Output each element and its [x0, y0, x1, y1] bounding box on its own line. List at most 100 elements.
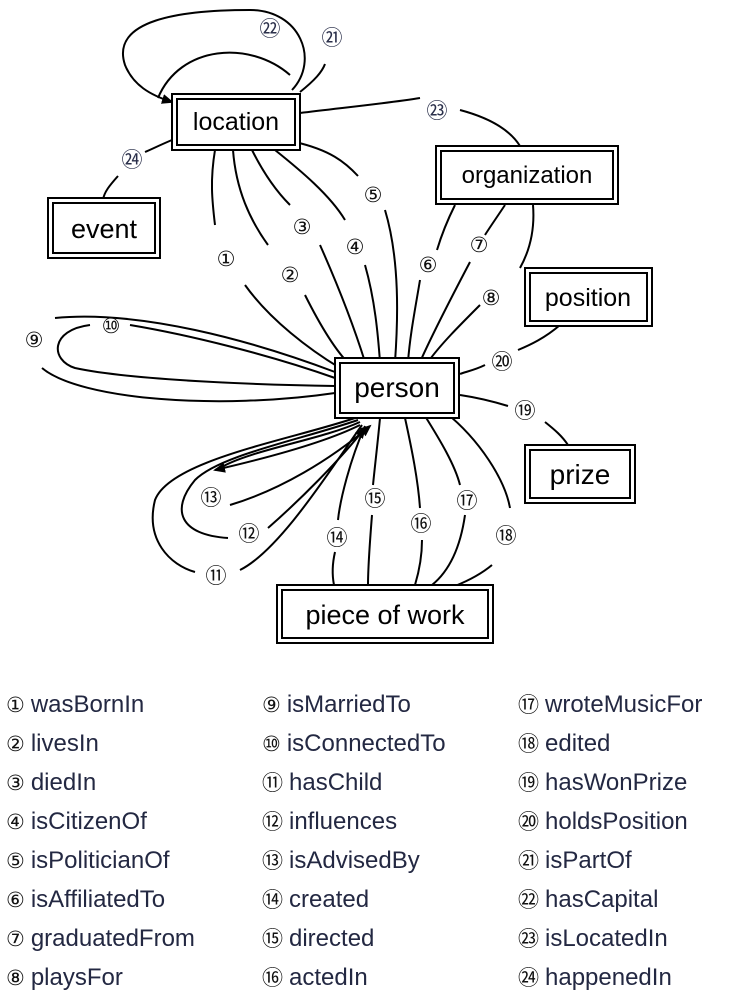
edge-label-2: ② — [281, 263, 300, 287]
edge-4 — [274, 149, 346, 221]
edge-2b — [304, 294, 351, 366]
edge-label-20: ⑳ — [492, 350, 513, 374]
edge-8 — [519, 204, 535, 269]
edge-4b — [364, 264, 381, 363]
edge-label-24: ㉔ — [122, 148, 143, 172]
edge-label-15: ⑮ — [365, 487, 386, 511]
edge-14b — [331, 551, 336, 586]
node-location: location — [171, 93, 301, 151]
edge-label-16: ⑯ — [411, 512, 432, 536]
edge-3b — [319, 244, 366, 363]
edge-label-21: ㉑ — [322, 26, 343, 50]
node-piece-of-work: piece of work — [276, 584, 494, 644]
edge-15b — [367, 514, 373, 586]
edge-2 — [232, 149, 269, 246]
edge-5 — [294, 141, 359, 177]
edge-16b — [414, 539, 423, 586]
node-label-person: person — [354, 372, 440, 403]
edge-label-7: ⑦ — [470, 233, 489, 257]
node-position: position — [524, 267, 653, 327]
edge-13c — [213, 424, 361, 473]
edge-19b — [544, 421, 569, 446]
edge-10 — [129, 324, 336, 379]
edge-7b — [419, 261, 471, 363]
edge-15 — [372, 417, 381, 486]
edge-23 — [299, 97, 421, 114]
edge-label-18: ⑱ — [496, 524, 517, 548]
edge-20 — [517, 324, 561, 351]
edge-label-23: ㉓ — [427, 99, 448, 123]
edge-20b — [459, 364, 486, 375]
edge-label-8: ⑧ — [482, 286, 501, 310]
node-event: event — [47, 197, 161, 259]
edge-label-22: ㉒ — [260, 17, 281, 41]
edge-24b — [102, 175, 119, 201]
edge-label-3: ③ — [293, 215, 312, 239]
edge-17b — [431, 514, 466, 586]
edge-22 — [122, 8, 306, 104]
edge-label-5: ⑤ — [364, 183, 383, 207]
edge-label-9: ⑨ — [25, 328, 44, 352]
edge-9 — [54, 315, 336, 373]
edge-19 — [459, 394, 509, 407]
node-person: person — [334, 357, 460, 419]
edge-label-19: ⑲ — [515, 399, 536, 423]
edge-13 — [219, 421, 361, 469]
edge-label-11: ⑪ — [206, 564, 227, 588]
edge-18b — [454, 564, 493, 587]
edge-14 — [337, 425, 366, 521]
edge-12 — [180, 419, 359, 539]
edge-label-10: ⑩ — [102, 314, 121, 338]
edge-16 — [404, 417, 421, 509]
edge-6 — [436, 204, 456, 251]
edge-18 — [444, 411, 511, 509]
edge-label-12: ⑫ — [239, 522, 260, 546]
edge-7 — [484, 204, 506, 236]
node-label-position: position — [545, 284, 631, 312]
edge-1 — [210, 149, 216, 226]
edge-24 — [144, 139, 173, 153]
edge-5b — [384, 209, 399, 363]
edge-label-14: ⑭ — [327, 526, 348, 550]
edge-8b — [427, 304, 481, 363]
edge-9b — [41, 367, 336, 403]
edge-3 — [251, 149, 291, 206]
node-label-piece-of-work: piece of work — [305, 600, 465, 630]
edge-6b — [407, 279, 421, 363]
edge-21 — [299, 63, 326, 93]
edge-label-13: ⑬ — [201, 486, 222, 510]
edge-13b — [229, 424, 372, 506]
edge-23b — [459, 109, 521, 147]
relation-diagram: location organization event position per… — [25, 8, 653, 644]
node-prize: prize — [524, 444, 636, 504]
node-label-prize: prize — [550, 459, 611, 490]
edge-label-1: ① — [217, 247, 236, 271]
node-label-location: location — [193, 108, 279, 136]
node-label-organization: organization — [462, 162, 593, 189]
edge-11 — [151, 417, 356, 573]
edge-1b — [244, 284, 341, 369]
edge-12b — [267, 426, 367, 529]
